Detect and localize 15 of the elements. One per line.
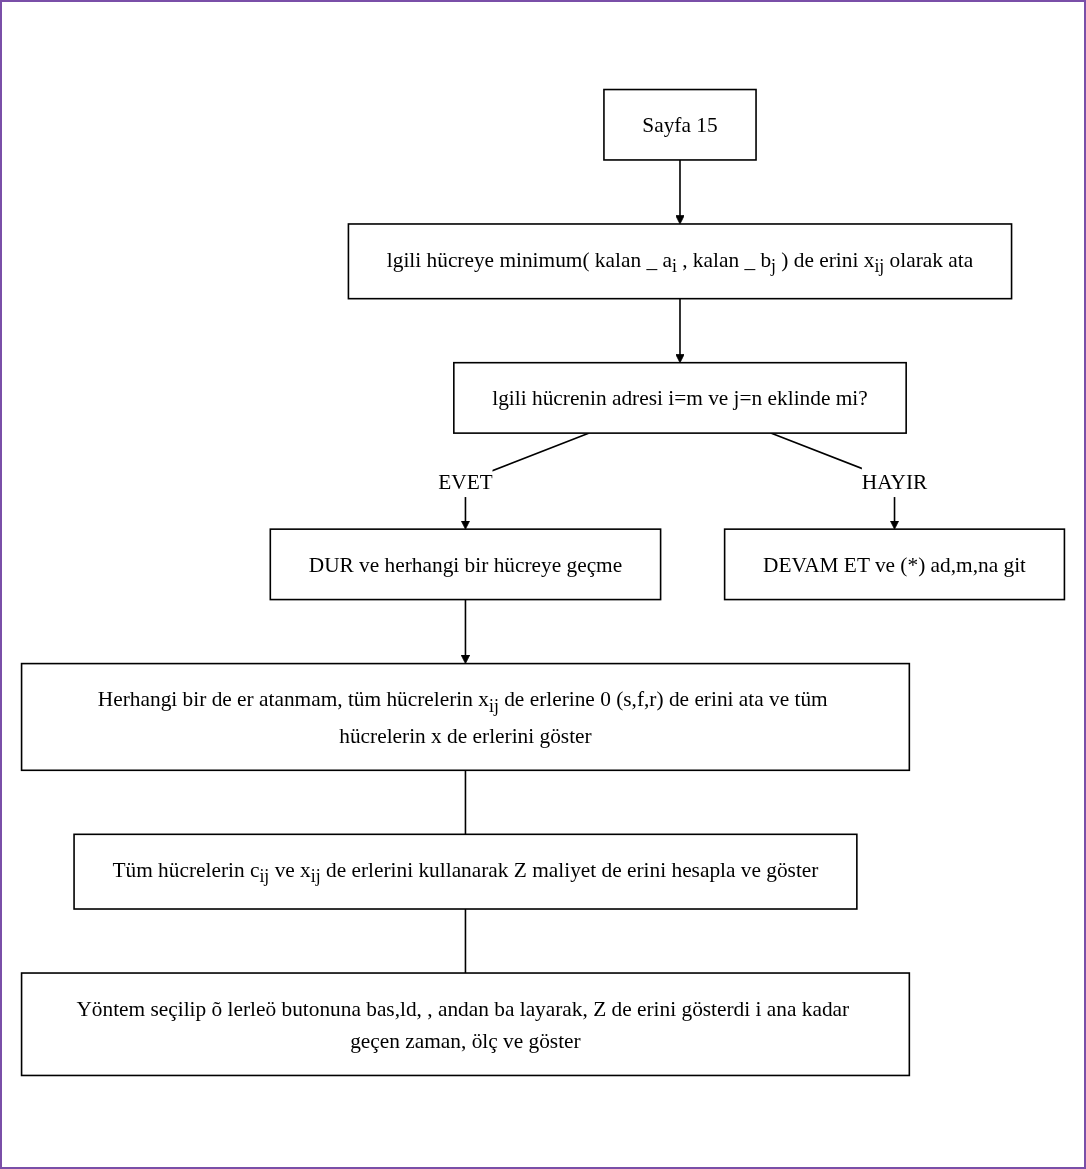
arrow bbox=[460, 598, 471, 664]
connector bbox=[464, 769, 467, 836]
edge-label: EVET bbox=[438, 469, 493, 493]
connector bbox=[464, 908, 467, 974]
node-box: Yöntem seçilip õ lerleö butonuna bas,ld, , andan ba layarak, Z de erini gösterdi i ana kadar geçen zaman, ölç ve göster bbox=[20, 972, 911, 1077]
edge-label: HAYIR bbox=[861, 469, 928, 493]
arrow bbox=[675, 297, 685, 364]
node-box: Tüm hücrelerin c$_{ij}$ ve x$_{ij}$ de erlerini kullanarak Z maliyet de erini hesapla ve göster bbox=[73, 833, 858, 910]
node-box: lgili hücrenin adresi i=m ve j=n eklinde mi? bbox=[453, 361, 907, 434]
node-box: DUR ve herhangi bir hücreye geçme bbox=[269, 528, 662, 601]
node-box: Sayfa 15 bbox=[603, 88, 757, 161]
node-box: DEVAM ET ve (*) ad,m,na git bbox=[723, 528, 1066, 601]
arrow bbox=[675, 159, 685, 225]
node-box: lgili hücreye minimum( kalan _ a$_{i}$ , kalan _ b$_{j}$ ) de erini x$_{ij}$ olarak ata bbox=[347, 223, 1013, 300]
node-box: Herhangi bir de er atanmam, tüm hücrelerin x$_{ij}$ de erlerine 0 (s,f,r) de erini ata ve tüm hücrelerin x de erlerini göster bbox=[20, 662, 911, 772]
